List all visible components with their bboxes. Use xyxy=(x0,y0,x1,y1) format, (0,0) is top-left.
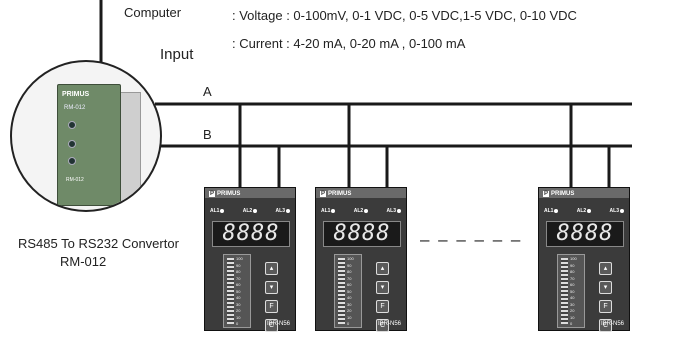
up-button[interactable]: ▴ xyxy=(599,262,612,275)
meter-display: 8888 xyxy=(546,221,624,247)
up-button[interactable]: ▴ xyxy=(265,262,278,275)
clear-button[interactable]: C xyxy=(376,319,389,332)
up-button[interactable]: ▴ xyxy=(376,262,389,275)
voltage-spec: : Voltage : 0-100mV, 0-1 VDC, 0-5 VDC,1-… xyxy=(232,8,577,23)
meter-brand: PRIMUS xyxy=(217,191,241,197)
converter-model-caption: RM-012 xyxy=(60,254,107,269)
clear-button[interactable]: C xyxy=(265,319,278,332)
power-led-icon xyxy=(68,121,76,129)
converter-module: PRIMUS RM-012 RM-012 xyxy=(57,84,121,206)
rx-led-icon xyxy=(68,157,76,165)
function-button[interactable]: F xyxy=(265,300,278,313)
converter-din-clip xyxy=(119,92,141,204)
converter-model: RM-012 xyxy=(64,105,86,111)
converter-model-print: RM-012 xyxy=(66,177,84,183)
converter-brand: PRIMUS xyxy=(62,91,90,98)
down-button[interactable]: ▾ xyxy=(265,281,278,294)
ellipsis-dashes: – – – – – – xyxy=(420,230,523,249)
tx-led-icon xyxy=(68,140,76,148)
meter-tag: IBR-N56 xyxy=(266,321,290,327)
meter-display: 8888 xyxy=(323,221,401,247)
current-spec: : Current : 4-20 mA, 0-20 mA , 0-100 mA xyxy=(232,36,466,51)
meter-tag: IBR-N56 xyxy=(377,321,401,327)
function-button[interactable]: F xyxy=(599,300,612,313)
converter-name: RS485 To RS232 Convertor xyxy=(18,236,179,251)
down-button[interactable]: ▾ xyxy=(376,281,389,294)
clear-button[interactable]: C xyxy=(599,319,612,332)
function-button[interactable]: F xyxy=(376,300,389,313)
input-label: Input xyxy=(160,46,194,63)
meter-brand: PRIMUS xyxy=(328,191,352,197)
meter-brand: PRIMUS xyxy=(551,191,575,197)
computer-label: Computer xyxy=(124,5,182,20)
converter-image: PRIMUS RM-012 RM-012 xyxy=(10,60,162,212)
meter-tag: IBR-N56 xyxy=(600,321,624,327)
meter-display: 8888 xyxy=(212,221,290,247)
down-button[interactable]: ▾ xyxy=(599,281,612,294)
line-a-label: A xyxy=(203,84,212,99)
line-b-label: B xyxy=(203,127,212,142)
